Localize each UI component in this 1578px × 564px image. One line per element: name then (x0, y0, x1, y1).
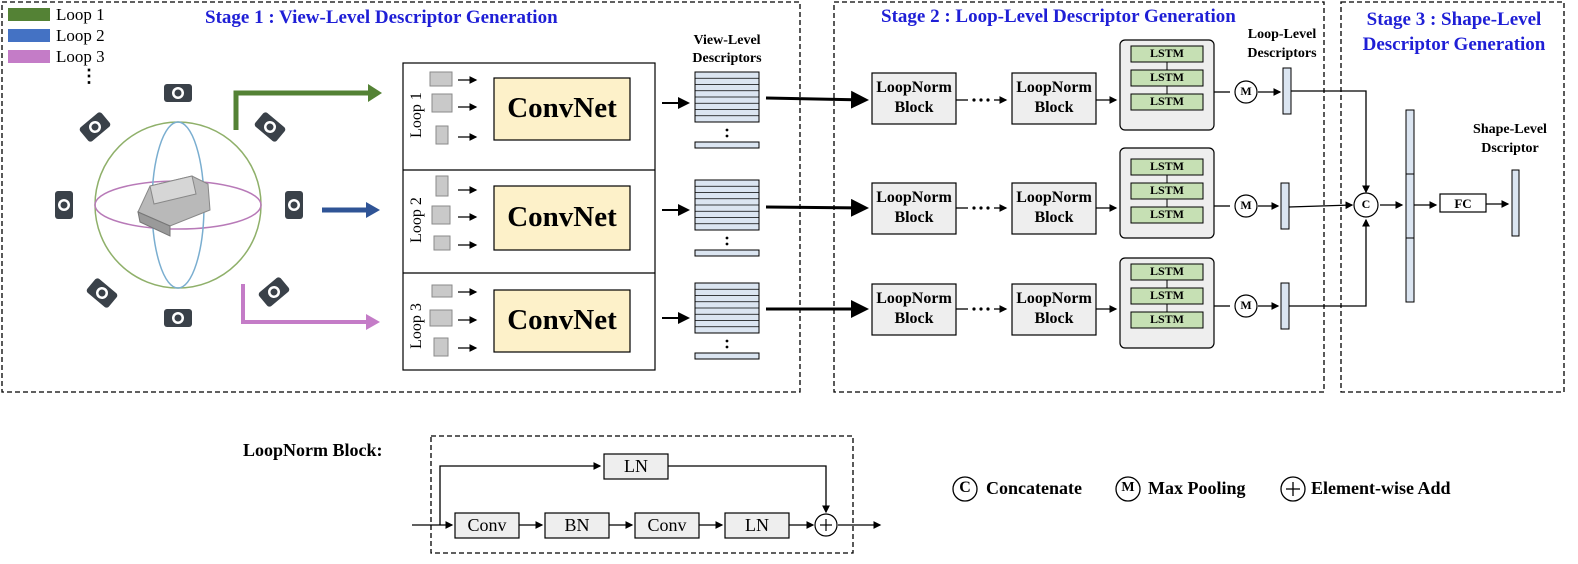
loopnorm-label: LoopNorm (876, 189, 952, 206)
fc-box (1439, 193, 1487, 213)
loopnorm-label: Block (894, 310, 934, 327)
lstm-label: LSTM (1149, 264, 1185, 278)
ln-top-label: LN (624, 456, 648, 476)
convnet-box-2 (493, 185, 631, 251)
view-thumbnails (429, 71, 453, 357)
legend-swatch-loop1 (8, 8, 50, 21)
lstm-label: LSTM (1149, 288, 1185, 302)
loopnorm-block-title: LoopNorm Block: (243, 440, 383, 460)
shape-level-descriptor-bar (1511, 169, 1520, 237)
loopnorm-label: LoopNorm (876, 79, 952, 96)
legend-loop2-label: Loop 2 (56, 26, 105, 45)
stage3-title-line2: Descriptor Generation (1362, 34, 1546, 55)
loop2-vertical-label: Loop 2 (408, 197, 425, 243)
conv1-label: Conv (467, 515, 507, 535)
loopnorm-label: Block (1034, 310, 1074, 327)
thumbnail-arrows (458, 76, 478, 352)
loop-level-label-line2: Descriptors (1247, 46, 1317, 61)
descriptor-stack-1 (694, 71, 760, 149)
loopnorm-label: Block (1034, 209, 1074, 226)
convnet-box-3 (493, 289, 631, 353)
view-sphere (94, 121, 262, 289)
lstm-label: LSTM (1149, 46, 1185, 60)
bn-label: BN (564, 515, 590, 535)
legend-ellipsis: ⋮ (80, 66, 98, 86)
stage1-title: Stage 1 : View-Level Descriptor Generati… (205, 7, 558, 28)
max-pool-circles (1234, 80, 1258, 318)
loop1-vertical-label: Loop 1 (408, 92, 425, 138)
shape-level-label-line1: Shape-Level (1473, 122, 1547, 137)
stage2-title: Stage 2 : Loop-Level Descriptor Generati… (881, 6, 1236, 27)
loopnorm-detail-boxes (454, 453, 790, 539)
legend-swatch-loop2 (8, 29, 50, 42)
sofa-model (137, 175, 211, 237)
legend-loop1-label: Loop 1 (56, 5, 105, 24)
camera-icons (55, 84, 303, 327)
lstm-label: LSTM (1149, 207, 1185, 221)
legend-loop3-label: Loop 3 (56, 47, 105, 66)
fc-label: FC (1454, 196, 1472, 211)
lstm-label: LSTM (1149, 183, 1185, 197)
key-m-symbol: M (1121, 480, 1135, 495)
key-c-symbol: C (959, 479, 971, 496)
key-element-wise-add-label: Element-wise Add (1311, 478, 1451, 498)
lstm-label: LSTM (1149, 159, 1185, 173)
concat-circle (1353, 192, 1379, 218)
convnet-box-1 (493, 77, 631, 141)
convnet-label-1: ConvNet (507, 92, 617, 124)
concat-symbol: C (1361, 197, 1371, 211)
max-pool-symbol: M (1240, 298, 1252, 312)
shape-level-label-line2: Dscriptor (1481, 141, 1539, 156)
key-concatenate-label: Concatenate (986, 478, 1082, 498)
view-level-descriptors (694, 71, 760, 360)
max-pool-symbol: M (1240, 84, 1252, 98)
view-level-label-line1: View-Level (693, 33, 761, 48)
ln-label: LN (745, 515, 769, 535)
descriptor-stack-2 (694, 179, 760, 257)
legend-swatch-loop3 (8, 50, 50, 63)
loopnorm-label: LoopNorm (1016, 189, 1092, 206)
loopnorm-label: LoopNorm (1016, 290, 1092, 307)
loop-arrows (233, 84, 382, 330)
loopnorm-label: Block (894, 99, 934, 116)
stage2-frame (833, 1, 1325, 393)
descriptor-stack-3 (694, 282, 760, 360)
stage1-frame (1, 1, 801, 393)
key-max-pooling-label: Max Pooling (1148, 478, 1246, 498)
loop-level-descriptor-bars (1280, 67, 1292, 330)
loop3-vertical-label: Loop 3 (408, 303, 425, 349)
convnet-label-3: ConvNet (507, 304, 617, 336)
loopnorm-label: Block (894, 209, 934, 226)
lstm-label: LSTM (1149, 312, 1185, 326)
loopnorm-label: Block (1034, 99, 1074, 116)
conv2-label: Conv (647, 515, 687, 535)
concat-stack-bar (1405, 109, 1415, 303)
lstm-label: LSTM (1149, 70, 1185, 84)
loopnorm-detail-frame (430, 435, 854, 554)
convnet-label-2: ConvNet (507, 201, 617, 233)
lstm-label: LSTM (1149, 94, 1185, 108)
stage3-title-line1: Stage 3 : Shape-Level (1366, 9, 1542, 30)
max-pool-symbol: M (1240, 198, 1252, 212)
loopnorm-label: LoopNorm (1016, 79, 1092, 96)
stage3-frame (1340, 1, 1565, 393)
view-level-label-line2: Descriptors (692, 51, 762, 66)
loopnorm-label: LoopNorm (876, 290, 952, 307)
loop-level-label-line1: Loop-Level (1247, 27, 1317, 42)
